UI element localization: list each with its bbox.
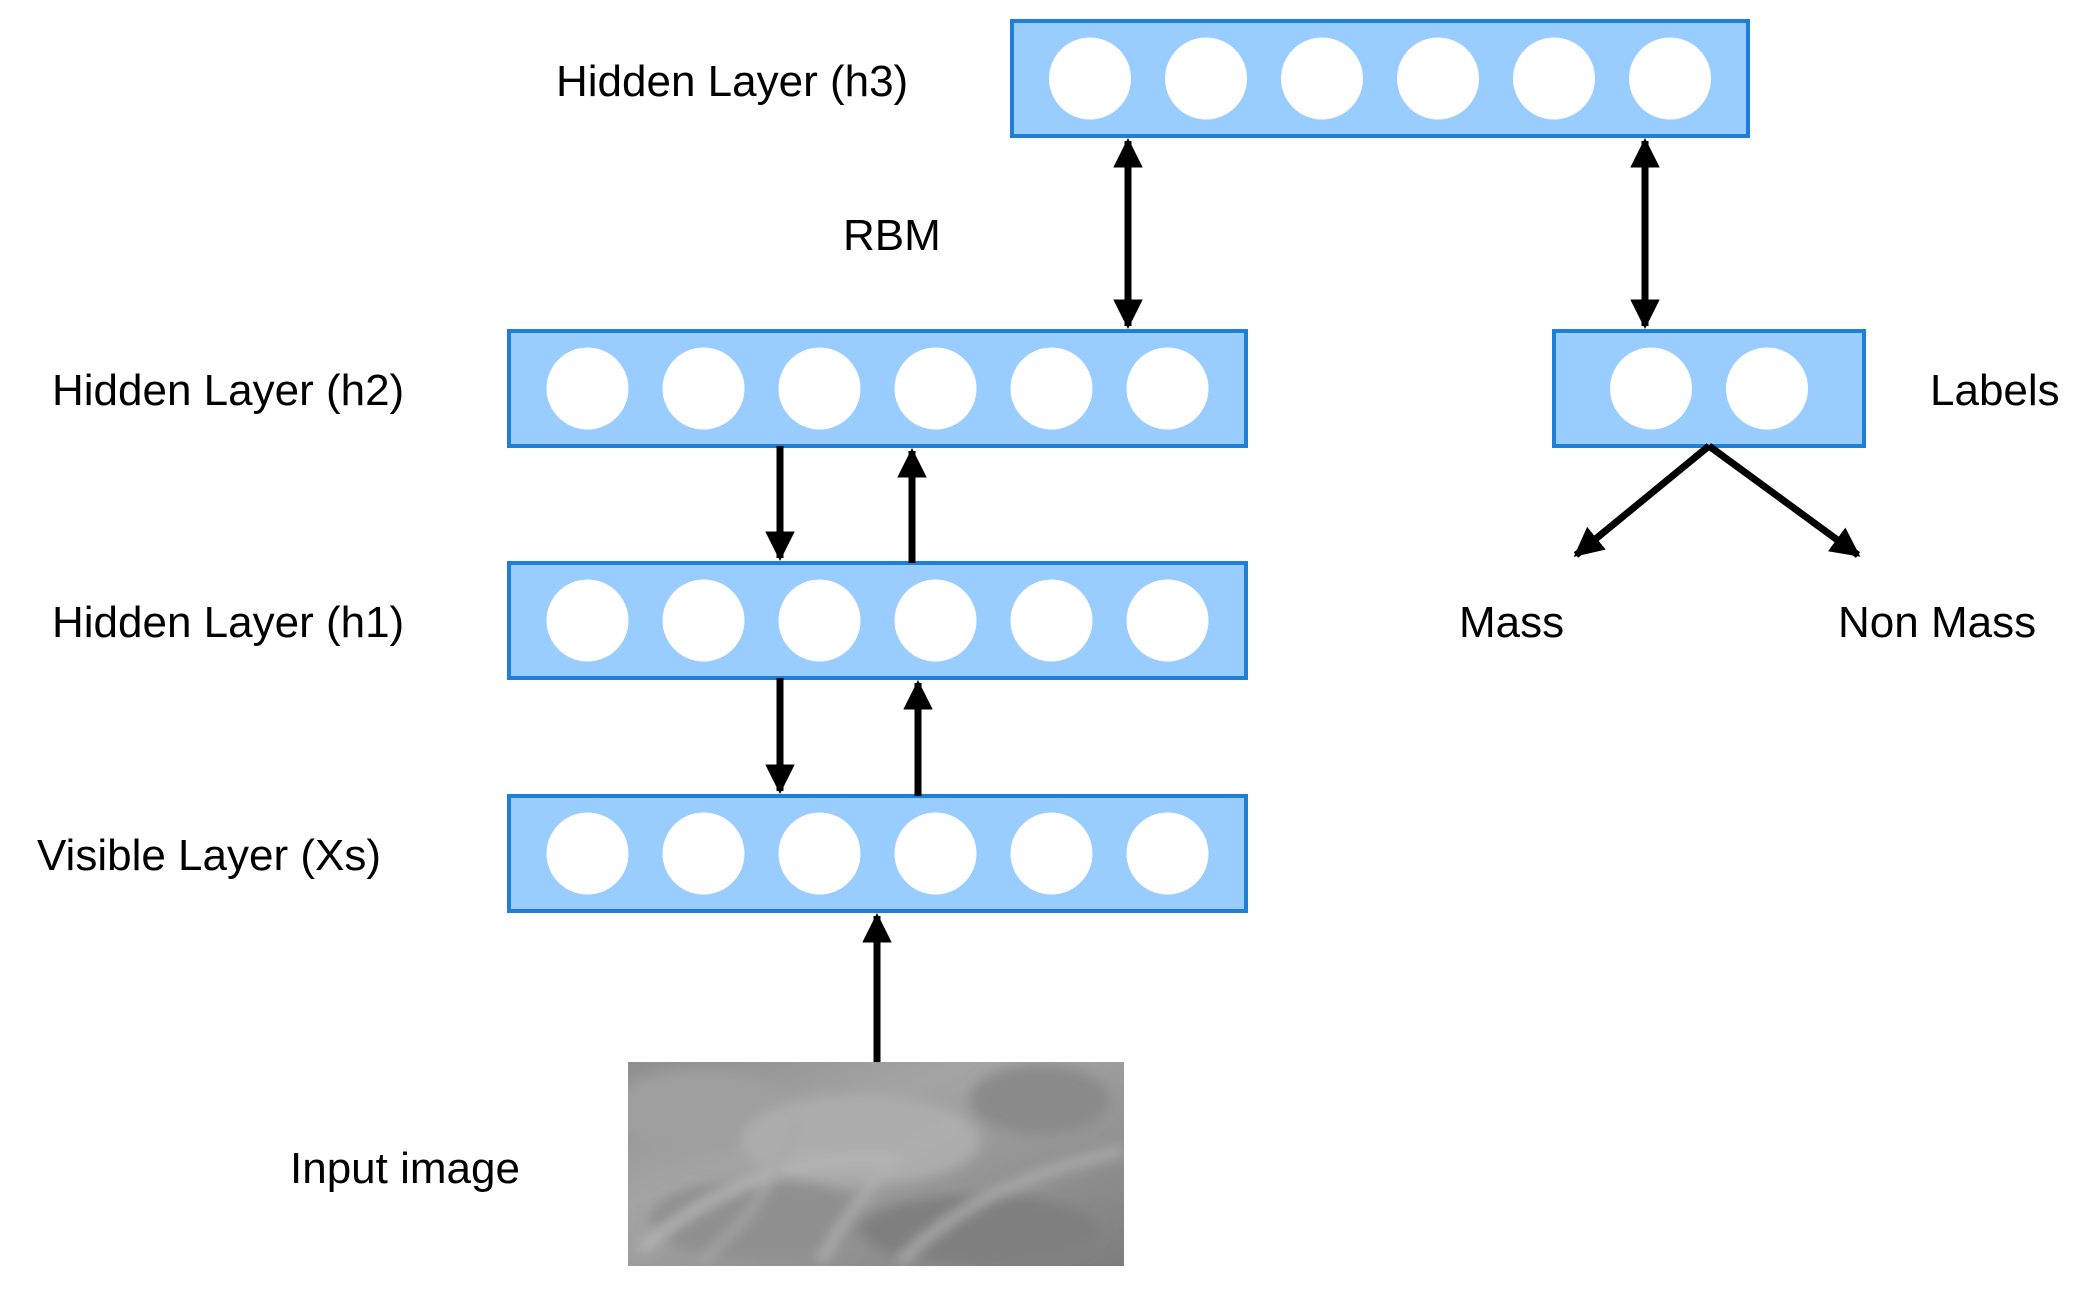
- h2-node: [894, 347, 977, 430]
- h1-node: [546, 579, 629, 662]
- h1-node: [1126, 579, 1209, 662]
- h3-node: [1397, 37, 1479, 120]
- hidden-layer-h3-box: [1010, 19, 1750, 138]
- h1-node: [1010, 579, 1093, 662]
- mammogram-patch-image: [628, 1062, 1124, 1266]
- input-image-label: Input image: [290, 1144, 520, 1193]
- visible-layer-box: [507, 794, 1248, 913]
- h2-node: [1010, 347, 1093, 430]
- labels-node: [1726, 347, 1808, 430]
- mass-label: Mass: [1459, 598, 1564, 647]
- visible-node: [1010, 812, 1093, 895]
- labels-to-non-mass-arrow: [1706, 443, 1861, 558]
- non-mass-label: Non Mass: [1838, 598, 2036, 647]
- hidden-layer-h2-nodes: [546, 347, 1209, 430]
- hidden-layer-h2: [507, 329, 1248, 448]
- h3-node: [1049, 37, 1131, 120]
- hidden-layer-h1: [507, 561, 1248, 680]
- labels-layer-box: [1552, 329, 1866, 448]
- visible-node: [662, 812, 745, 895]
- hidden-layer-h1-label: Hidden Layer (h1): [52, 598, 404, 647]
- visible-node: [894, 812, 977, 895]
- h3-node: [1281, 37, 1363, 120]
- visible-node: [1126, 812, 1209, 895]
- hidden-layer-h3-nodes: [1049, 37, 1711, 120]
- h2-node: [546, 347, 629, 430]
- labels-label: Labels: [1930, 366, 2060, 415]
- hidden-layer-h3: [1010, 19, 1750, 138]
- hidden-layer-h2-label: Hidden Layer (h2): [52, 366, 404, 415]
- hidden-layer-h1-nodes: [546, 579, 1209, 662]
- hidden-layer-h2-box: [507, 329, 1248, 448]
- h3-node: [1513, 37, 1595, 120]
- visible-layer: [507, 794, 1248, 913]
- visible-node: [546, 812, 629, 895]
- rbm-label: RBM: [843, 211, 941, 260]
- hidden-layer-h1-box: [507, 561, 1248, 680]
- h3-node: [1629, 37, 1711, 120]
- h3-node: [1165, 37, 1247, 120]
- h1-node: [662, 579, 745, 662]
- labels-layer-nodes: [1610, 347, 1808, 430]
- labels-layer: [1552, 329, 1866, 448]
- labels-node: [1610, 347, 1692, 430]
- h2-node: [1126, 347, 1209, 430]
- h1-node: [778, 579, 861, 662]
- h2-node: [778, 347, 861, 430]
- visible-layer-nodes: [546, 812, 1209, 895]
- h1-node: [894, 579, 977, 662]
- hidden-layer-h3-label: Hidden Layer (h3): [556, 57, 908, 106]
- labels-to-mass-arrow: [1573, 443, 1712, 558]
- visible-layer-label: Visible Layer (Xs): [37, 831, 381, 880]
- visible-node: [778, 812, 861, 895]
- h2-node: [662, 347, 745, 430]
